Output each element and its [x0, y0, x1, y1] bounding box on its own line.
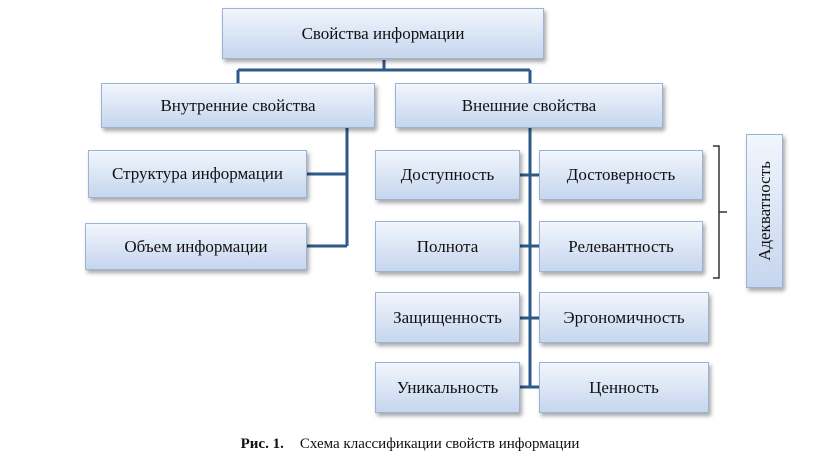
- uniqueness-label: Уникальность: [396, 377, 499, 397]
- ergonomics-label: Эргономичность: [563, 307, 685, 327]
- external-properties-node: Внешние свойства: [395, 83, 663, 128]
- figure-caption-text: Схема классификации свойств информации: [299, 436, 580, 452]
- accessibility-node: Доступность: [375, 150, 520, 200]
- ergonomics-node: Эргономичность: [539, 292, 709, 343]
- security-label: Защищенность: [393, 307, 502, 327]
- volume-node: Объем информации: [85, 223, 307, 270]
- external-properties-label: Внешние свойства: [461, 95, 597, 115]
- adequacy-node: Адекватность: [746, 134, 783, 288]
- uniqueness-node: Уникальность: [375, 362, 520, 413]
- volume-label: Объем информации: [124, 236, 268, 256]
- value-label: Ценность: [589, 377, 659, 397]
- figure-caption: Рис. 1. Схема классификации свойств инфор…: [0, 436, 820, 453]
- reliability-node: Достоверность: [539, 150, 703, 200]
- internal-properties-label: Внутренние свойства: [160, 95, 316, 115]
- root-node-label: Свойства информации: [301, 23, 465, 43]
- value-node: Ценность: [539, 362, 709, 413]
- relevance-label: Релевантность: [568, 236, 674, 256]
- adequacy-bracket: [713, 145, 727, 279]
- reliability-label: Достоверность: [566, 165, 676, 184]
- relevance-node: Релевантность: [539, 221, 703, 272]
- accessibility-label: Доступность: [400, 165, 495, 184]
- adequacy-label: Адекватность: [754, 161, 774, 261]
- completeness-node: Полнота: [375, 221, 520, 272]
- figure-number: Рис. 1.: [240, 436, 284, 452]
- structure-label: Структура информации: [112, 164, 283, 183]
- security-node: Защищенность: [375, 292, 520, 343]
- structure-node: Структура информации: [88, 150, 307, 198]
- internal-properties-node: Внутренние свойства: [101, 83, 375, 128]
- completeness-label: Полнота: [416, 236, 479, 256]
- root-node: Свойства информации: [222, 8, 544, 59]
